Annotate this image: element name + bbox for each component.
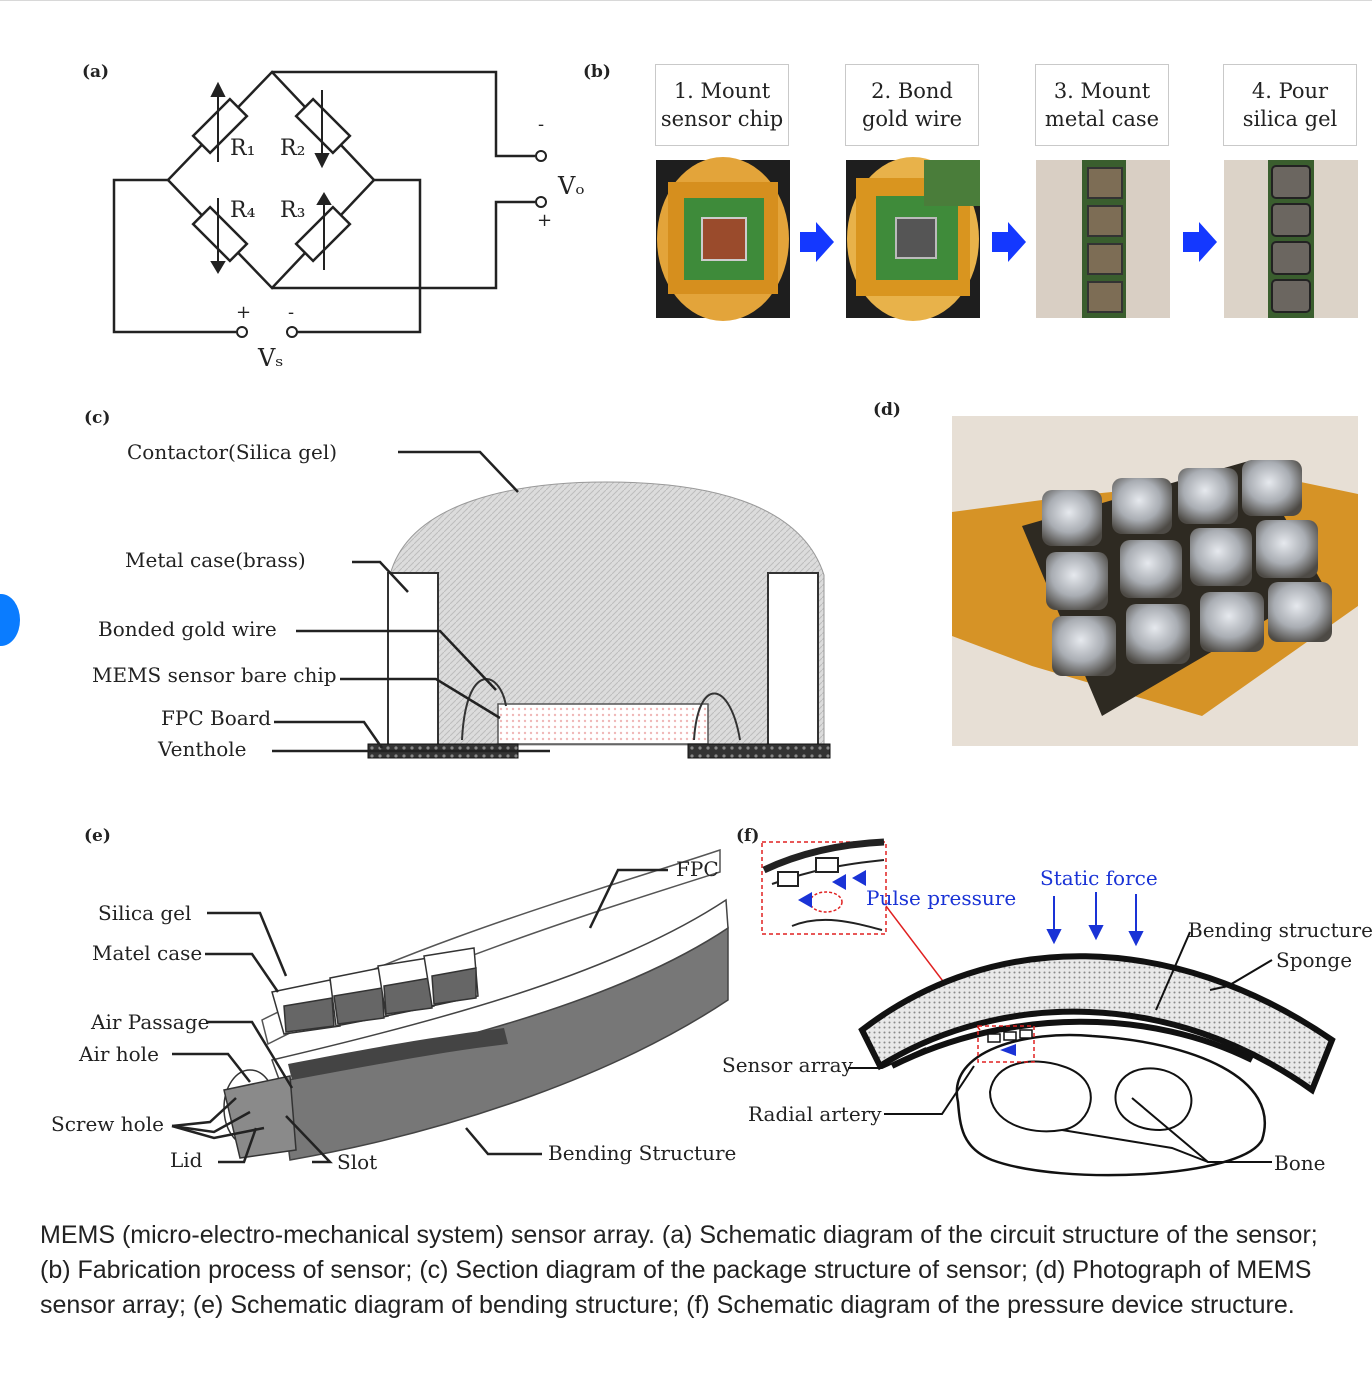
step-4-line2: silica gel xyxy=(1242,107,1338,131)
blue-indicator-dot[interactable] xyxy=(0,594,20,646)
panel-f-label: (f) xyxy=(736,826,760,846)
step-mount-metal-case: 3. Mount metal case xyxy=(1035,64,1169,146)
photo-gold-wire-bonded xyxy=(846,157,980,321)
step-3-line2: metal case xyxy=(1044,107,1160,131)
process-arrow-icon xyxy=(992,222,1026,262)
panel-d-label: (d) xyxy=(873,400,901,420)
step-1-line2: sensor chip xyxy=(660,107,784,131)
panel-c-label: (c) xyxy=(84,408,111,428)
bending-structure-label: Bending Structure xyxy=(548,1141,737,1165)
radial-artery-label: Radial artery xyxy=(748,1102,882,1126)
resistor-r4-label: R₄ xyxy=(230,198,256,223)
gel-contactor-grid xyxy=(1042,460,1332,676)
step-2-line2: gold wire xyxy=(861,107,963,131)
supply-minus-sign: - xyxy=(288,302,295,323)
step-2-line1: 2. Bond xyxy=(871,79,953,103)
sponge-label: Sponge xyxy=(1276,948,1353,972)
package-section-diagram xyxy=(272,450,831,759)
pulse-pressure-label: Pulse pressure xyxy=(866,886,1017,910)
bonded-gold-wire-label: Bonded gold wire xyxy=(98,617,277,641)
sensor-array-label: Sensor array xyxy=(722,1053,853,1077)
matel-case-label: Matel case xyxy=(92,941,203,965)
slot-label: Slot xyxy=(337,1150,378,1174)
metal-case-label: Metal case(brass) xyxy=(125,548,306,572)
step-bond-gold-wire: 2. Bond gold wire xyxy=(845,64,979,146)
output-plus-sign: + xyxy=(537,210,553,231)
resistor-r3-label: R₃ xyxy=(280,198,306,223)
lid-label: Lid xyxy=(170,1148,203,1172)
supply-voltage-label: Vₛ xyxy=(258,344,284,372)
output-voltage-label: Vₒ xyxy=(558,172,585,200)
pressure-device-diagram xyxy=(761,838,1336,1177)
photo-metal-case-mounted xyxy=(1036,160,1170,318)
top-divider xyxy=(0,0,1372,1)
silica-gel-label: Silica gel xyxy=(98,901,192,925)
panel-a-label: (a) xyxy=(82,62,110,82)
step-4-line1: 4. Pour xyxy=(1251,79,1329,103)
resistor-r2-label: R₂ xyxy=(280,136,306,161)
process-arrow-icon xyxy=(1183,222,1217,262)
air-passage-label: Air Passage xyxy=(91,1010,210,1034)
supply-plus-sign: + xyxy=(236,302,252,323)
fpc-board-label: FPC Board xyxy=(161,706,272,730)
screw-hole-label: Screw hole xyxy=(51,1112,164,1136)
sensor-array-photo xyxy=(952,416,1358,746)
photo-sensor-chip-mounted xyxy=(656,157,790,321)
air-hole-label: Air hole xyxy=(79,1042,159,1066)
fpc-label: FPC xyxy=(676,857,719,881)
contactor-label: Contactor(Silica gel) xyxy=(127,440,338,464)
resistor-r1-label: R₁ xyxy=(230,136,256,161)
photo-silica-gel-poured xyxy=(1224,160,1358,318)
figure-caption: MEMS (micro-electro-mechanical system) s… xyxy=(40,1221,1318,1319)
venthole-label: Venthole xyxy=(158,737,247,761)
bending-structure-diagram xyxy=(171,848,729,1164)
panel-b-label: (b) xyxy=(583,62,611,82)
step-1-line1: 1. Mount xyxy=(673,79,771,103)
output-minus-sign: - xyxy=(538,114,545,135)
wheatstone-bridge-circuit xyxy=(112,70,547,338)
step-mount-sensor-chip: 1. Mount sensor chip xyxy=(655,64,789,146)
bending-structure-f-label: Bending structure xyxy=(1188,918,1372,942)
step-3-line1: 3. Mount xyxy=(1053,79,1151,103)
process-arrow-icon xyxy=(800,222,834,262)
mems-chip-label: MEMS sensor bare chip xyxy=(92,663,337,687)
static-force-label: Static force xyxy=(1040,866,1158,890)
panel-e-label: (e) xyxy=(84,826,111,846)
step-pour-silica-gel: 4. Pour silica gel xyxy=(1223,64,1357,146)
bone-label: Bone xyxy=(1274,1151,1326,1175)
